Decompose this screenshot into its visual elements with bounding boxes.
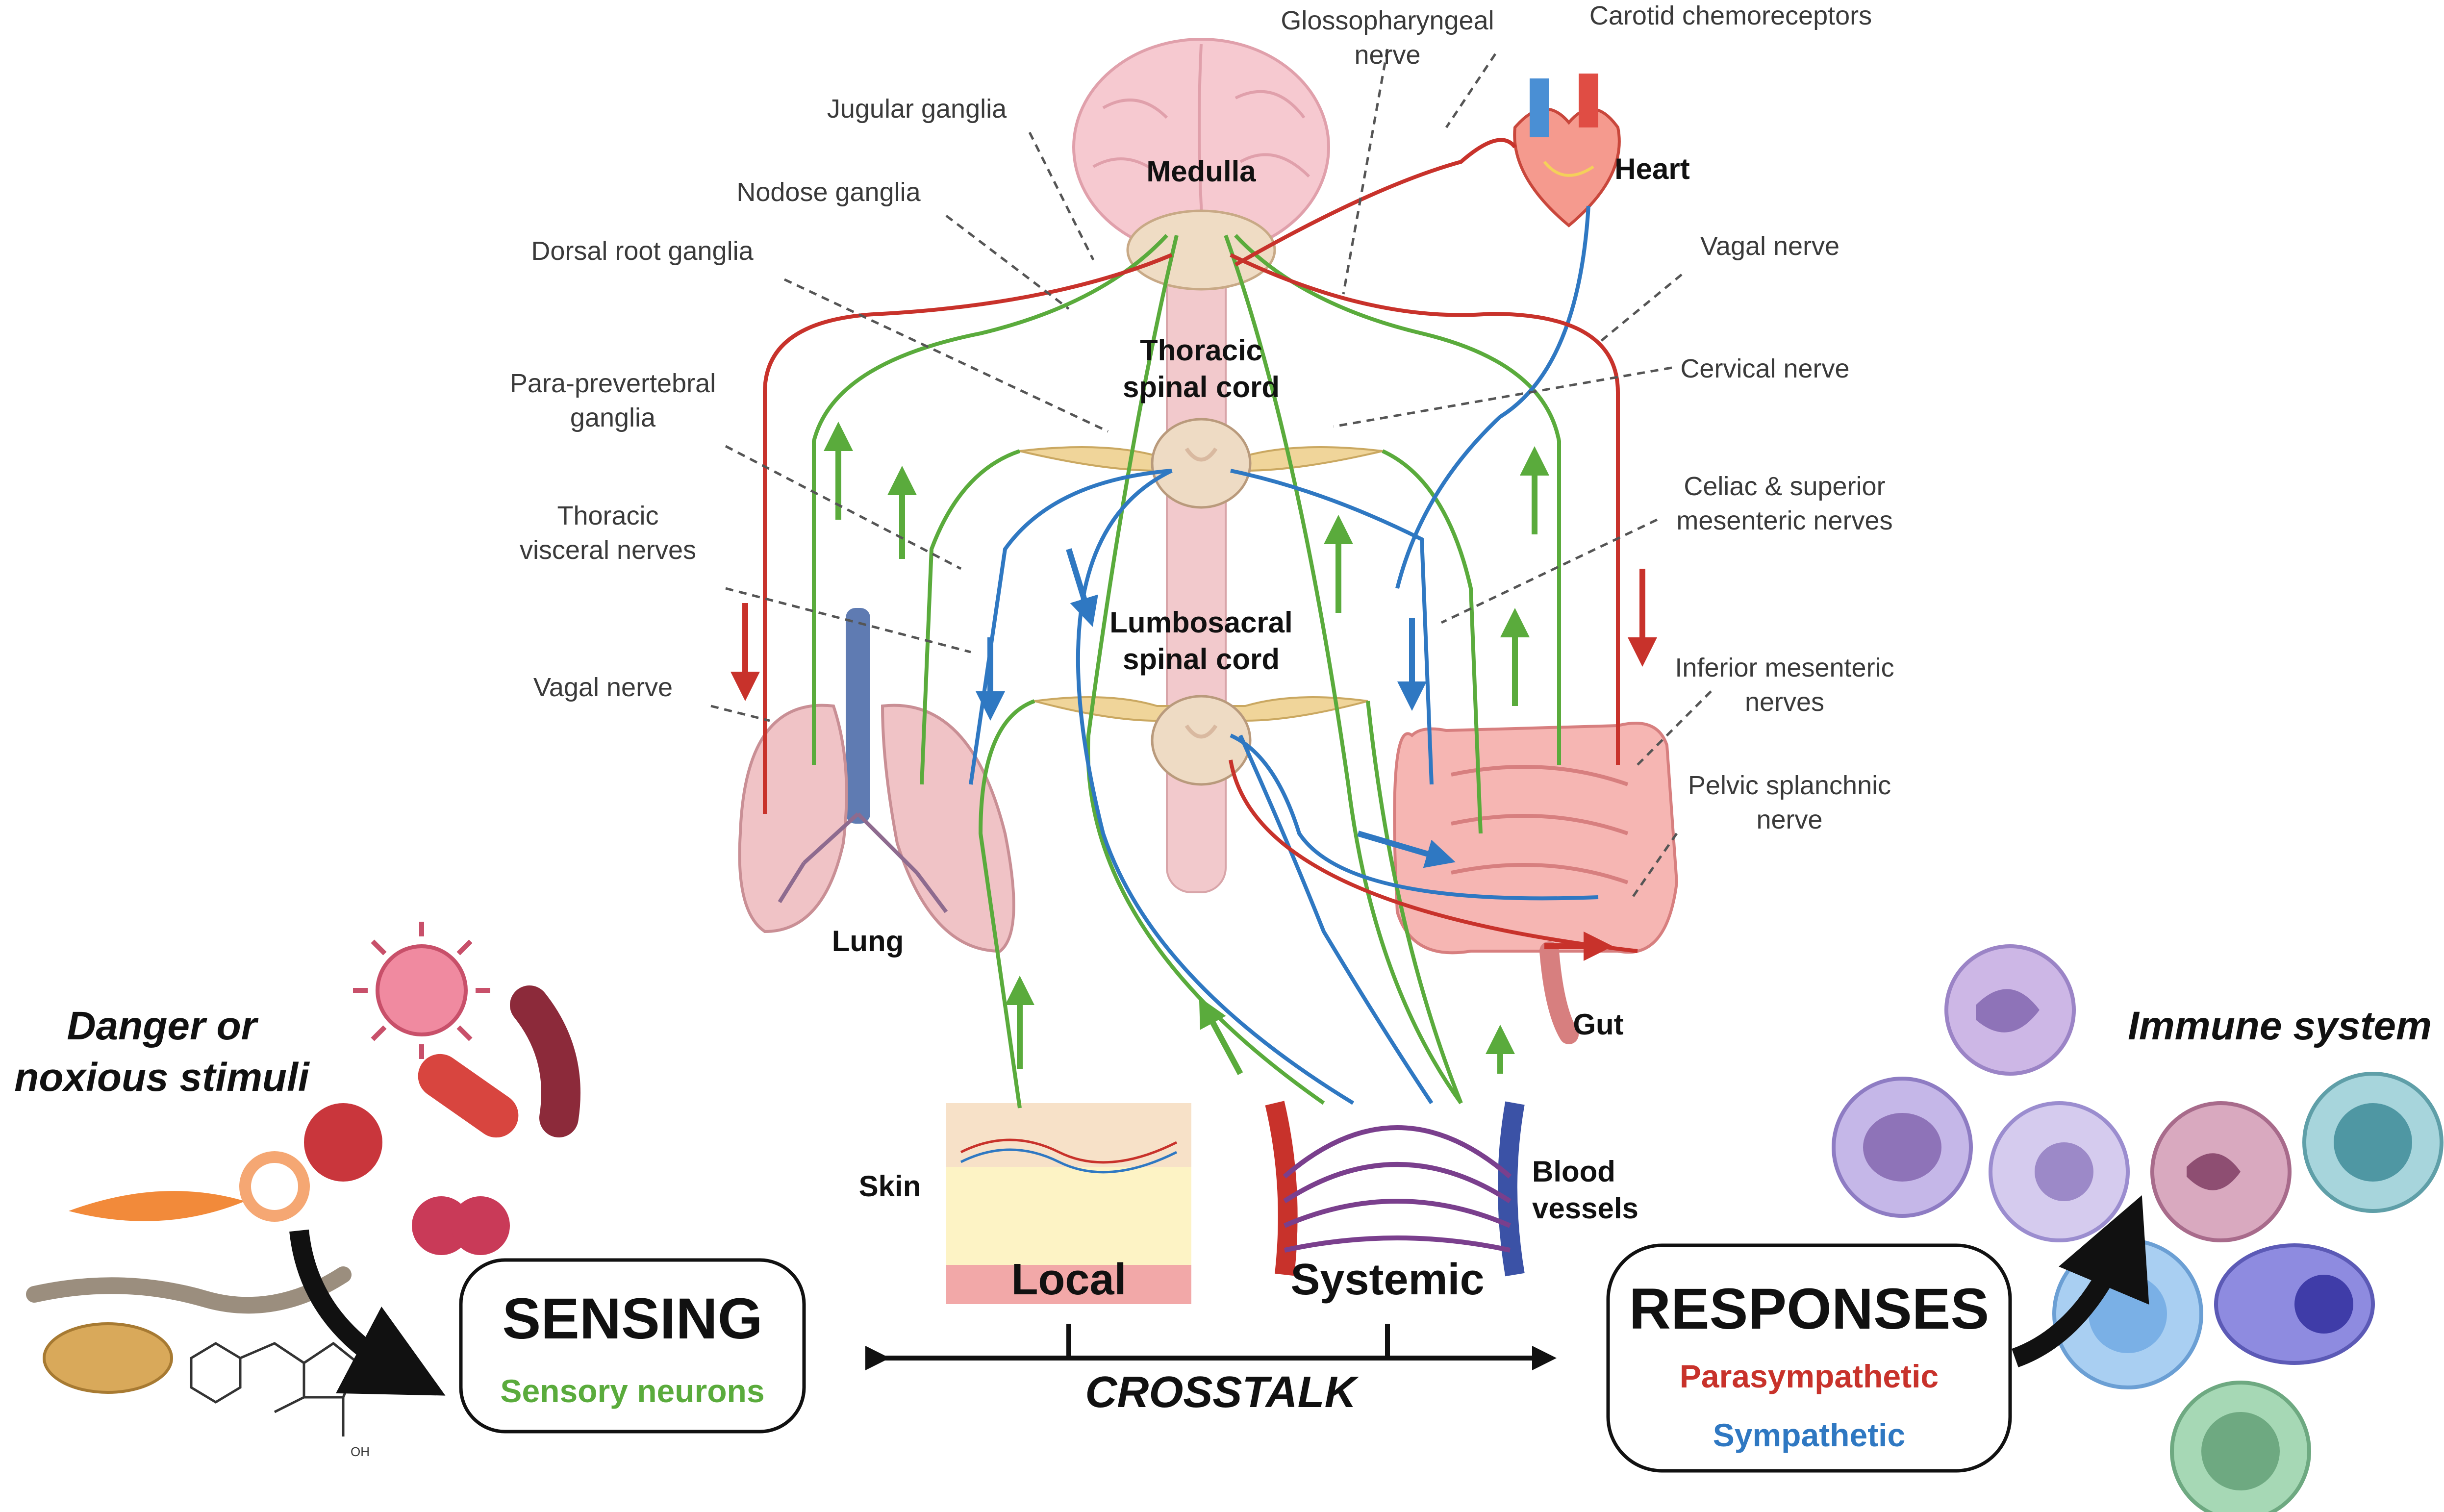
label-inferior-mesenteric-1: Inferior mesenteric [1675, 653, 1894, 682]
sensing-box: SENSING Sensory neurons [459, 1258, 806, 1434]
organ-skin: Skin [859, 1170, 921, 1203]
parasite-icon [26, 1151, 352, 1314]
organ-medulla: Medulla [1146, 155, 1256, 188]
crosstalk-systemic: Systemic [1290, 1255, 1484, 1304]
crosstalk-local: Local [1011, 1255, 1126, 1304]
skin-icon [946, 1103, 1191, 1304]
stimuli-title-1: Danger or [67, 1004, 258, 1048]
label-para-prevertebral-1: Para-prevertebral [510, 369, 716, 398]
label-celiac-1: Celiac & superior [1684, 472, 1885, 501]
immune-cell-icon [1944, 944, 2076, 1076]
label-nodose: Nodose ganglia [736, 177, 921, 207]
label-vagal-left: Vagal nerve [533, 673, 673, 702]
organ-labels: Medulla Heart Thoracic spinal cord Lumbo… [832, 152, 1690, 1225]
organ-gut: Gut [1573, 1008, 1623, 1041]
virus-icon [353, 922, 490, 1059]
molecule-oh-label: OH [351, 1444, 370, 1459]
immune-cell-icon [1832, 1077, 1973, 1218]
label-cervical: Cervical nerve [1680, 354, 1849, 383]
crosstalk-label: CROSSTALK [1085, 1368, 1359, 1417]
sympathetic-nerves [969, 205, 1599, 1105]
responses-box: RESPONSES Parasympathetic Sympathetic [1606, 1243, 2012, 1473]
sensory-nerves [812, 234, 1561, 1109]
label-jugular: Jugular ganglia [827, 94, 1007, 124]
responses-title: RESPONSES [1629, 1277, 1989, 1341]
heart-icon [1513, 74, 1621, 227]
label-thoracic-visceral-2: visceral nerves [520, 535, 696, 565]
crosstalk-bar: Local Systemic CROSSTALK [865, 1255, 1557, 1417]
organ-lung: Lung [832, 925, 904, 958]
label-glossopharyngeal-1: Glossopharyngeal [1281, 6, 1494, 35]
label-celiac-2: mesenteric nerves [1676, 506, 1892, 535]
stimuli-title-2: noxious stimuli [14, 1055, 310, 1100]
label-pelvic-1: Pelvic splanchnic [1688, 771, 1891, 800]
immune-cell-icon [1989, 1101, 2130, 1242]
label-thoracic-visceral-1: Thoracic [557, 501, 658, 530]
organ-thoracic-1: Thoracic [1140, 334, 1262, 367]
sensing-subtitle: Sensory neurons [500, 1373, 764, 1409]
organ-lumbosacral-1: Lumbosacral [1109, 606, 1292, 639]
penicillin-molecule-icon: OH [190, 1341, 370, 1459]
immune-title: Immune system [2128, 1004, 2432, 1048]
label-inferior-mesenteric-2: nerves [1745, 687, 1824, 717]
leader-lines [710, 49, 1712, 898]
parasympathetic-nerves [763, 138, 1638, 953]
immune-cell-icon [2302, 1072, 2444, 1213]
immune-cells [1832, 944, 2444, 1512]
bacteria-icon [304, 985, 580, 1255]
immune-cell-icon [2150, 1101, 2292, 1242]
immune-cell-icon [2170, 1381, 2311, 1512]
label-drg: Dorsal root ganglia [531, 236, 754, 266]
stimuli-icons: OH [26, 922, 580, 1459]
sensing-title: SENSING [502, 1286, 762, 1351]
organ-heart: Heart [1614, 152, 1689, 185]
blood-vessel-icon [1265, 1101, 1525, 1277]
label-vagal-right: Vagal nerve [1700, 231, 1839, 261]
organ-blood-1: Blood [1532, 1155, 1615, 1188]
gut-icon [1393, 722, 1679, 1044]
peanut-icon [43, 1322, 173, 1394]
responses-parasympathetic: Parasympathetic [1680, 1358, 1939, 1394]
label-pelvic-2: nerve [1756, 805, 1822, 834]
immune-cell-icon [2214, 1243, 2375, 1365]
organ-thoracic-2: spinal cord [1123, 371, 1280, 403]
label-carotid: Carotid chemoreceptors [1589, 1, 1872, 30]
organ-blood-2: vessels [1532, 1192, 1638, 1225]
responses-sympathetic: Sympathetic [1713, 1417, 1905, 1453]
label-glossopharyngeal-2: nerve [1354, 40, 1420, 70]
anatomy-labels: Glossopharyngeal nerve Carotid chemorece… [510, 1, 1894, 834]
organ-lumbosacral-2: spinal cord [1123, 643, 1280, 676]
label-para-prevertebral-2: ganglia [570, 403, 656, 432]
flow-arrows [731, 422, 1657, 1075]
